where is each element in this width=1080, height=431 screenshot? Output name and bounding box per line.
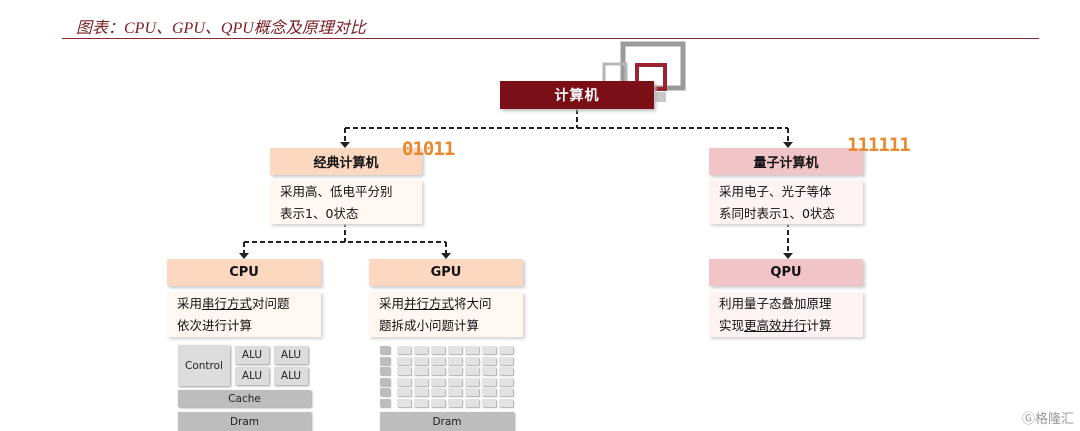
alu-cell: ALU xyxy=(235,367,269,385)
gpu-core-cell xyxy=(397,367,411,375)
gpu-core-cell xyxy=(499,398,513,407)
title-rule xyxy=(62,38,1039,39)
gpu-core-cell xyxy=(380,388,390,396)
alu-cell: ALU xyxy=(274,367,308,385)
cpu-node: CPU xyxy=(167,259,321,286)
gpu-core-cell xyxy=(465,346,479,354)
gpu-core-cell xyxy=(397,398,411,407)
gpu-architecture: Dram xyxy=(380,346,514,431)
gpu-core-cell xyxy=(499,356,513,365)
gpu-core-cell xyxy=(465,356,479,365)
gpu-core-cell xyxy=(414,346,428,354)
gpu-core-cell xyxy=(431,356,445,365)
watermark: Ⓖ格隆汇 xyxy=(1021,412,1074,427)
classical-bits: 01011 xyxy=(402,138,455,160)
gpu-core-cell xyxy=(380,367,390,375)
gpu-core-cell xyxy=(397,346,411,354)
alu-cell: ALU xyxy=(235,346,269,364)
gpu-core-cell xyxy=(448,377,462,386)
alu-cell: ALU xyxy=(274,346,308,364)
cpu-architecture: Control ALU ALU ALU ALU Cache Dram xyxy=(178,345,311,431)
dram-bar: Dram xyxy=(178,412,311,431)
cpu-description: 采用串行方式对问题 依次进行计算 xyxy=(167,292,321,337)
gpu-core-cell xyxy=(499,367,513,375)
gpu-core-cell xyxy=(414,377,428,386)
gpu-core-cell xyxy=(397,388,411,396)
gpu-core-cell xyxy=(431,398,445,407)
cache-bar: Cache xyxy=(178,390,311,407)
gpu-core-cell xyxy=(380,377,390,386)
qpu-description: 利用量子态叠加原理 实现更高效并行计算 xyxy=(709,292,863,337)
gpu-core-cell xyxy=(465,377,479,386)
gpu-core-cell xyxy=(431,346,445,354)
gpu-core-cell xyxy=(482,356,496,365)
gpu-core-cell xyxy=(465,398,479,407)
gpu-core-cell xyxy=(414,388,428,396)
gpu-core-cell xyxy=(482,367,496,375)
gpu-core-cell xyxy=(431,388,445,396)
gpu-core-cell xyxy=(380,398,390,407)
quantum-computer-node: 量子计算机 xyxy=(709,148,863,175)
gpu-core-cell xyxy=(380,356,390,365)
gpu-core-cell xyxy=(448,388,462,396)
gpu-core-cell xyxy=(482,398,496,407)
gpu-core-cell xyxy=(448,356,462,365)
classical-computer-node: 经典计算机 xyxy=(270,148,422,175)
gpu-core-cell xyxy=(482,377,496,386)
gpu-core-cell xyxy=(448,398,462,407)
gpu-core-cell xyxy=(380,346,390,354)
control-unit: Control xyxy=(178,345,230,386)
gpu-core-cell xyxy=(431,377,445,386)
gpu-core-cell xyxy=(448,367,462,375)
gpu-core-cell xyxy=(465,367,479,375)
gpu-description: 采用并行方式将大问 题拆成小问题计算 xyxy=(369,292,523,337)
gpu-core-cell xyxy=(414,398,428,407)
gpu-core-cell xyxy=(482,346,496,354)
qpu-node: QPU xyxy=(709,259,863,286)
gpu-core-cell xyxy=(482,388,496,396)
gpu-node: GPU xyxy=(369,259,523,286)
gpu-core-cell xyxy=(499,377,513,386)
gpu-core-cell xyxy=(431,367,445,375)
gpu-core-cell xyxy=(414,367,428,375)
logo-icon: Ⓖ xyxy=(1021,412,1035,427)
gpu-core-cell xyxy=(414,356,428,365)
gpu-core-cell xyxy=(499,388,513,396)
computer-node: 计算机 xyxy=(500,81,654,109)
classical-description: 采用高、低电平分别 表示1、0状态 xyxy=(270,180,422,224)
gpu-core-cell xyxy=(448,346,462,354)
quantum-bits: 111111 xyxy=(847,134,911,156)
figure-title: 图表：CPU、GPU、QPU概念及原理对比 xyxy=(76,20,366,37)
gpu-core-cell xyxy=(499,346,513,354)
quantum-description: 采用电子、光子等体 系同时表示1、0状态 xyxy=(709,180,863,224)
gpu-core-cell xyxy=(397,356,411,365)
gpu-core-cell xyxy=(465,388,479,396)
gpu-core-cell xyxy=(397,377,411,386)
dram-bar: Dram xyxy=(380,412,514,431)
